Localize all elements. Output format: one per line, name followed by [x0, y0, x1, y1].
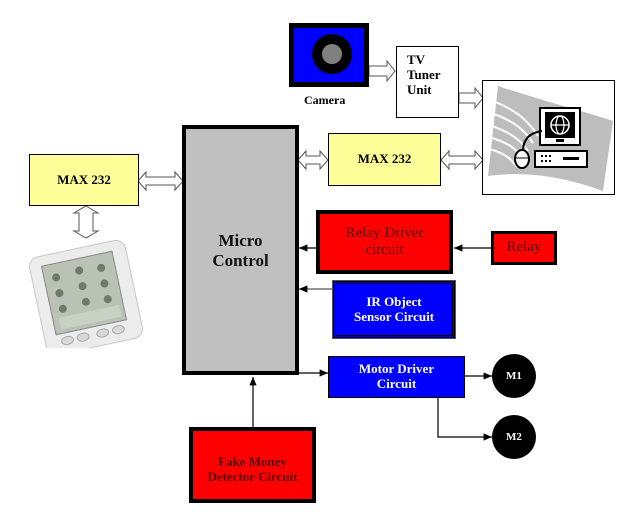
relay-block: Relay — [491, 231, 557, 265]
max232-left-label: MAX 232 — [57, 171, 111, 187]
tv-tuner-label: TV Tuner Unit — [407, 52, 441, 97]
motor-driver-block: Motor Driver Circuit — [328, 356, 465, 398]
hollow-arrow-tuner-computer — [458, 86, 484, 110]
bidir-arrow-max232-pda — [72, 205, 100, 239]
relay-label: Relay — [506, 239, 542, 256]
motor-driver-label: Motor Driver Circuit — [358, 361, 435, 391]
camera-lens-icon — [312, 34, 352, 74]
computer-globe-icon — [488, 86, 613, 191]
relay-driver-block: Relay Driver circuit — [316, 210, 453, 274]
motor-m2: M2 — [492, 415, 536, 459]
motor-m1: M1 — [492, 354, 536, 398]
m1-label: M1 — [506, 369, 522, 382]
ir-sensor-label: IR Object Sensor Circuit — [353, 293, 435, 324]
camera-icon — [289, 23, 369, 87]
max232-left-block: MAX 232 — [29, 154, 139, 206]
micro-control-label: Micro Control — [212, 231, 269, 270]
tv-tuner-block: TV Tuner Unit — [396, 46, 459, 118]
max232-right-label: MAX 232 — [357, 151, 412, 167]
fake-money-detector-label: Fake Money Detector Circuit — [207, 454, 298, 484]
ir-sensor-block: IR Object Sensor Circuit — [332, 280, 456, 339]
pda-device-icon — [29, 239, 143, 348]
bidir-arrow-max232-left-micro — [137, 170, 184, 192]
max232-right-block: MAX 232 — [328, 133, 441, 186]
relay-driver-label: Relay Driver circuit — [345, 224, 424, 258]
bidir-arrow-micro-max232-right — [297, 149, 329, 171]
computer-block — [482, 80, 615, 195]
m2-label: M2 — [506, 430, 522, 443]
arrow-motor-to-m2 — [437, 397, 492, 441]
bidir-arrow-max232-computer — [440, 149, 484, 171]
camera-label: Camera — [304, 93, 346, 107]
fake-money-detector-block: Fake Money Detector Circuit — [189, 427, 316, 503]
micro-control-block: Micro Control — [182, 125, 299, 375]
hollow-arrow-camera-tuner — [368, 59, 396, 83]
